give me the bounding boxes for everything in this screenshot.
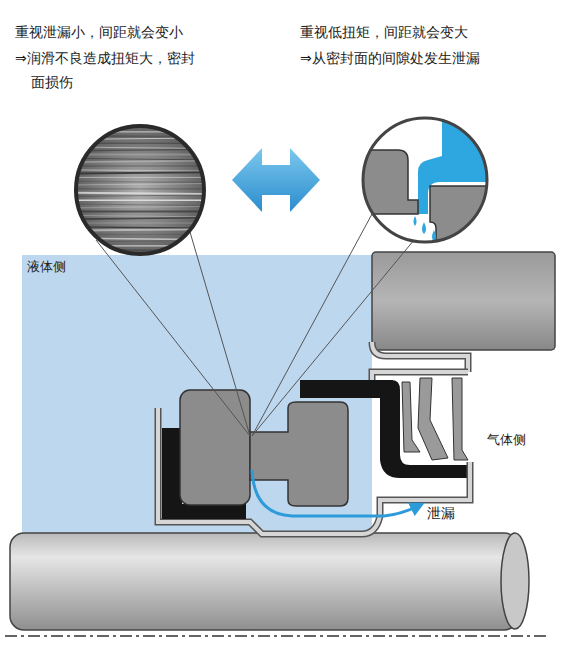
- side-label: 液体侧: [27, 258, 66, 276]
- mating-ring: [250, 402, 348, 506]
- wear-streak: [70, 154, 210, 156]
- note-text: 重视低扭矩，间距就会变大: [300, 22, 468, 42]
- magnifier-ring: [76, 126, 204, 254]
- wear-streak: [70, 218, 210, 220]
- leak-drop: [414, 216, 417, 226]
- wear-streak: [70, 131, 210, 132]
- mating-ring-section: [430, 186, 490, 245]
- shaft-end: [501, 533, 529, 629]
- shaft: [10, 533, 518, 630]
- wear-streak: [70, 199, 210, 201]
- wear-streak: [70, 172, 210, 174]
- wear-streak: [70, 161, 210, 163]
- zoom-background: [360, 115, 490, 245]
- leader-line: [252, 240, 414, 436]
- wear-streak: [70, 136, 210, 138]
- wear-streak: [70, 193, 210, 195]
- wear-streak: [70, 158, 210, 160]
- seal-lip: [402, 382, 420, 452]
- wear-streak: [70, 238, 210, 240]
- wear-streak: [70, 241, 210, 243]
- wear-streak: [70, 184, 210, 186]
- wear-streak: [70, 138, 210, 140]
- wear-streak: [70, 166, 210, 167]
- wear-streak: [70, 181, 210, 183]
- wear-streak: [70, 215, 210, 217]
- worn-surface: [70, 120, 210, 260]
- leader-line: [96, 240, 250, 436]
- magnifier-ring: [363, 118, 487, 242]
- wear-streak: [70, 204, 210, 206]
- seal-lip: [418, 378, 448, 460]
- wear-streak: [70, 250, 210, 252]
- wear-streak: [70, 245, 210, 246]
- leak-path-arrow: [252, 470, 418, 516]
- leak-label: 泄漏: [427, 503, 455, 523]
- housing-block: [372, 252, 555, 350]
- wear-streaks: [70, 127, 210, 254]
- wear-streak: [70, 188, 210, 189]
- wear-streak: [70, 195, 210, 197]
- gap-leak-zoom: [360, 115, 490, 245]
- outer-case: [372, 342, 468, 372]
- side-label: 气体侧: [487, 431, 526, 449]
- note-text: ⇒润滑不良造成扭矩大，密封面损伤: [15, 46, 207, 94]
- wear-streak: [70, 206, 210, 208]
- center-line: [5, 635, 548, 637]
- wear-streak: [70, 142, 210, 144]
- wear-streak: [70, 211, 210, 213]
- seal-lip: [452, 378, 468, 460]
- seal-ring: [180, 390, 250, 505]
- worn-surface-zoom: [70, 120, 210, 260]
- leader-line: [252, 214, 372, 436]
- leak-drop: [422, 222, 426, 234]
- outer-case: [372, 342, 468, 372]
- wear-streak: [70, 170, 210, 172]
- wear-streak: [70, 223, 210, 224]
- wear-streak: [70, 177, 210, 178]
- trade-off-arrow: [232, 148, 320, 212]
- note-text: 重视泄漏小，间距就会变小: [15, 22, 183, 42]
- note-text: ⇒从密封面的间隙处发生泄漏: [300, 48, 480, 68]
- leader-line: [190, 232, 250, 436]
